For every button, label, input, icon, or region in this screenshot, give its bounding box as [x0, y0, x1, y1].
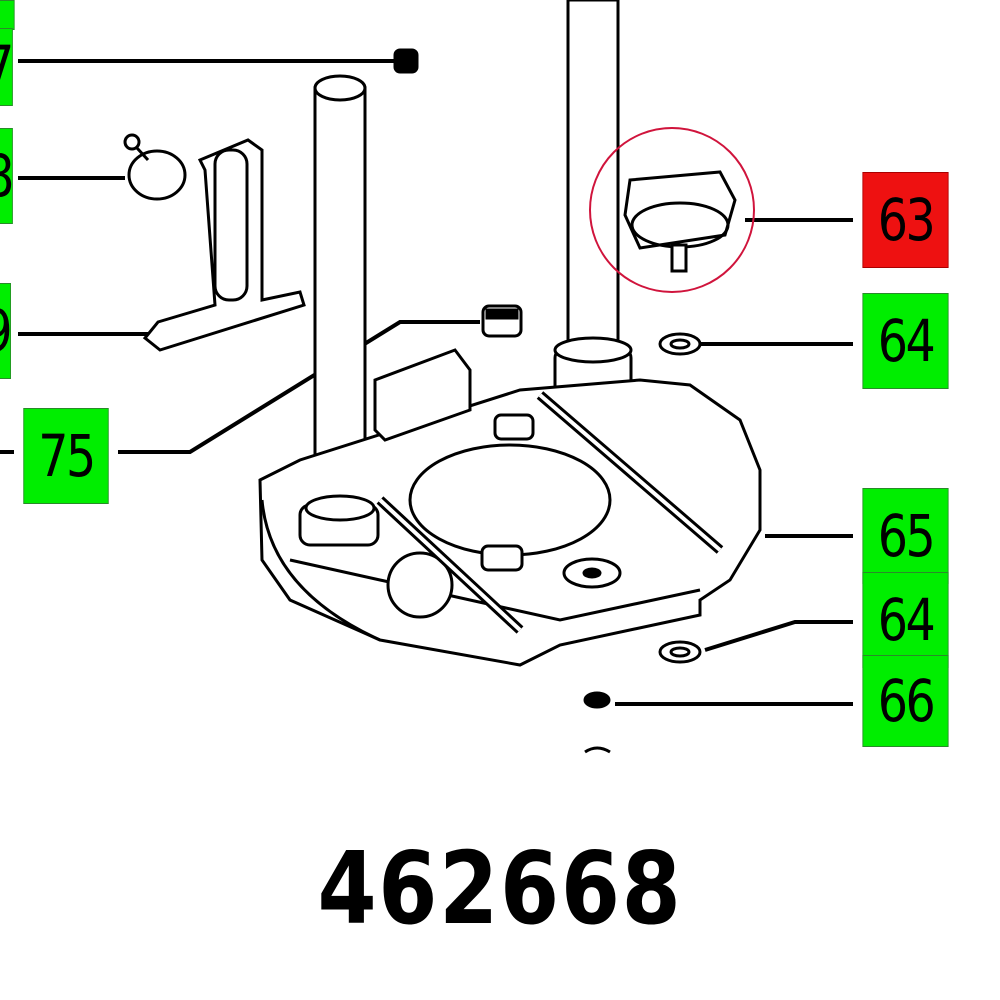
callout-66[interactable]: 66 — [862, 655, 949, 747]
callout-64-upper[interactable]: 64 — [862, 293, 949, 389]
leader-lines — [0, 59, 853, 706]
callout-top-cut[interactable] — [0, 0, 15, 30]
small-washer — [583, 691, 611, 709]
callout-65[interactable]: 65 — [862, 488, 949, 584]
knob-part — [623, 170, 737, 273]
guide-column-left — [313, 74, 367, 510]
screw-part — [123, 133, 187, 201]
washer — [658, 640, 702, 664]
base-plate — [258, 348, 762, 667]
callout-9[interactable]: 9 — [0, 283, 11, 379]
highlight-circle — [589, 127, 755, 293]
callout-7[interactable]: 7 — [0, 28, 13, 106]
depth-stop-part — [142, 138, 306, 352]
callout-75[interactable]: 75 — [23, 408, 109, 504]
part-number: 462668 — [317, 830, 683, 947]
callout-64-lower[interactable]: 64 — [862, 572, 949, 668]
guide-column-right — [553, 0, 633, 400]
washer — [658, 332, 702, 356]
callout-63[interactable]: 63 — [862, 172, 949, 268]
callout-8[interactable]: 8 — [0, 128, 13, 224]
small-nut — [393, 48, 419, 74]
